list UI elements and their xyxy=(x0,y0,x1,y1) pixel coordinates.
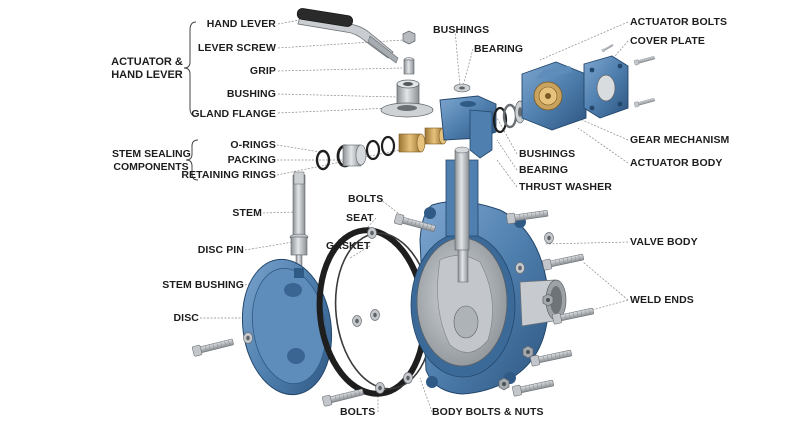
label-packing: PACKING xyxy=(227,154,276,166)
label-disc: DISC xyxy=(173,312,199,324)
label-seat: SEAT xyxy=(346,212,374,224)
label-gland-flange: GLAND FLANGE xyxy=(191,108,276,120)
label-weld-ends: WELD ENDS xyxy=(630,294,694,306)
label-bolts-bottom: BOLTS xyxy=(340,406,376,418)
label-bearing-top: BEARING xyxy=(474,43,524,55)
gland-flange xyxy=(380,102,434,118)
actuator-body-part xyxy=(439,95,497,159)
cover-plate-part xyxy=(583,55,629,119)
group-label-line: HAND LEVER xyxy=(111,69,183,81)
label-bushings-mid: BUSHINGS xyxy=(519,148,576,160)
stem-sealing-parts xyxy=(315,127,448,171)
label-bushings-top: BUSHINGS xyxy=(433,24,490,36)
group-label-line: ACTUATOR & xyxy=(111,56,183,68)
group-brackets xyxy=(183,21,199,181)
label-lever-screw: LEVER SCREW xyxy=(197,42,276,54)
label-grip: GRIP xyxy=(249,65,276,77)
group-label-line: STEM SEALING xyxy=(112,148,191,160)
label-actuator-body: ACTUATOR BODY xyxy=(630,157,723,169)
mid-bearings xyxy=(492,100,526,134)
label-stem-bushing: STEM BUSHING xyxy=(162,279,244,291)
label-gear-mechanism: GEAR MECHANISM xyxy=(630,134,730,146)
label-gasket: GASKET xyxy=(326,240,371,252)
group-label-sealing: STEM SEALING COMPONENTS xyxy=(112,148,191,174)
label-retaining-rings: RETAINING RINGS xyxy=(181,169,276,181)
label-o-rings: O-RINGS xyxy=(230,139,276,151)
label-thrust-washer: THRUST WASHER xyxy=(519,181,612,193)
label-disc-pin: DISC PIN xyxy=(197,244,244,256)
label-valve-body: VALVE BODY xyxy=(630,236,698,248)
label-hand-lever: HAND LEVER xyxy=(206,18,276,30)
grip xyxy=(403,57,415,75)
top-bearing xyxy=(453,83,471,93)
label-actuator-bolts: ACTUATOR BOLTS xyxy=(630,16,728,28)
label-bushing: BUSHING xyxy=(226,88,276,100)
valve-body-part xyxy=(410,146,567,395)
gearbox-part xyxy=(521,61,587,131)
hand-lever xyxy=(296,8,399,64)
label-bolts-top: BOLTS xyxy=(348,193,384,205)
group-label-actuator: ACTUATOR & HAND LEVER xyxy=(108,56,186,82)
label-body-bolts-nuts: BODY BOLTS & NUTS xyxy=(432,406,544,418)
disc-part xyxy=(241,258,333,396)
label-stem: STEM xyxy=(232,207,262,219)
group-label-line: COMPONENTS xyxy=(113,161,189,173)
label-cover-plate: COVER PLATE xyxy=(630,35,705,47)
lever-screw xyxy=(402,30,416,45)
stem-part xyxy=(289,171,309,270)
label-bearing-mid: BEARING xyxy=(519,164,569,176)
